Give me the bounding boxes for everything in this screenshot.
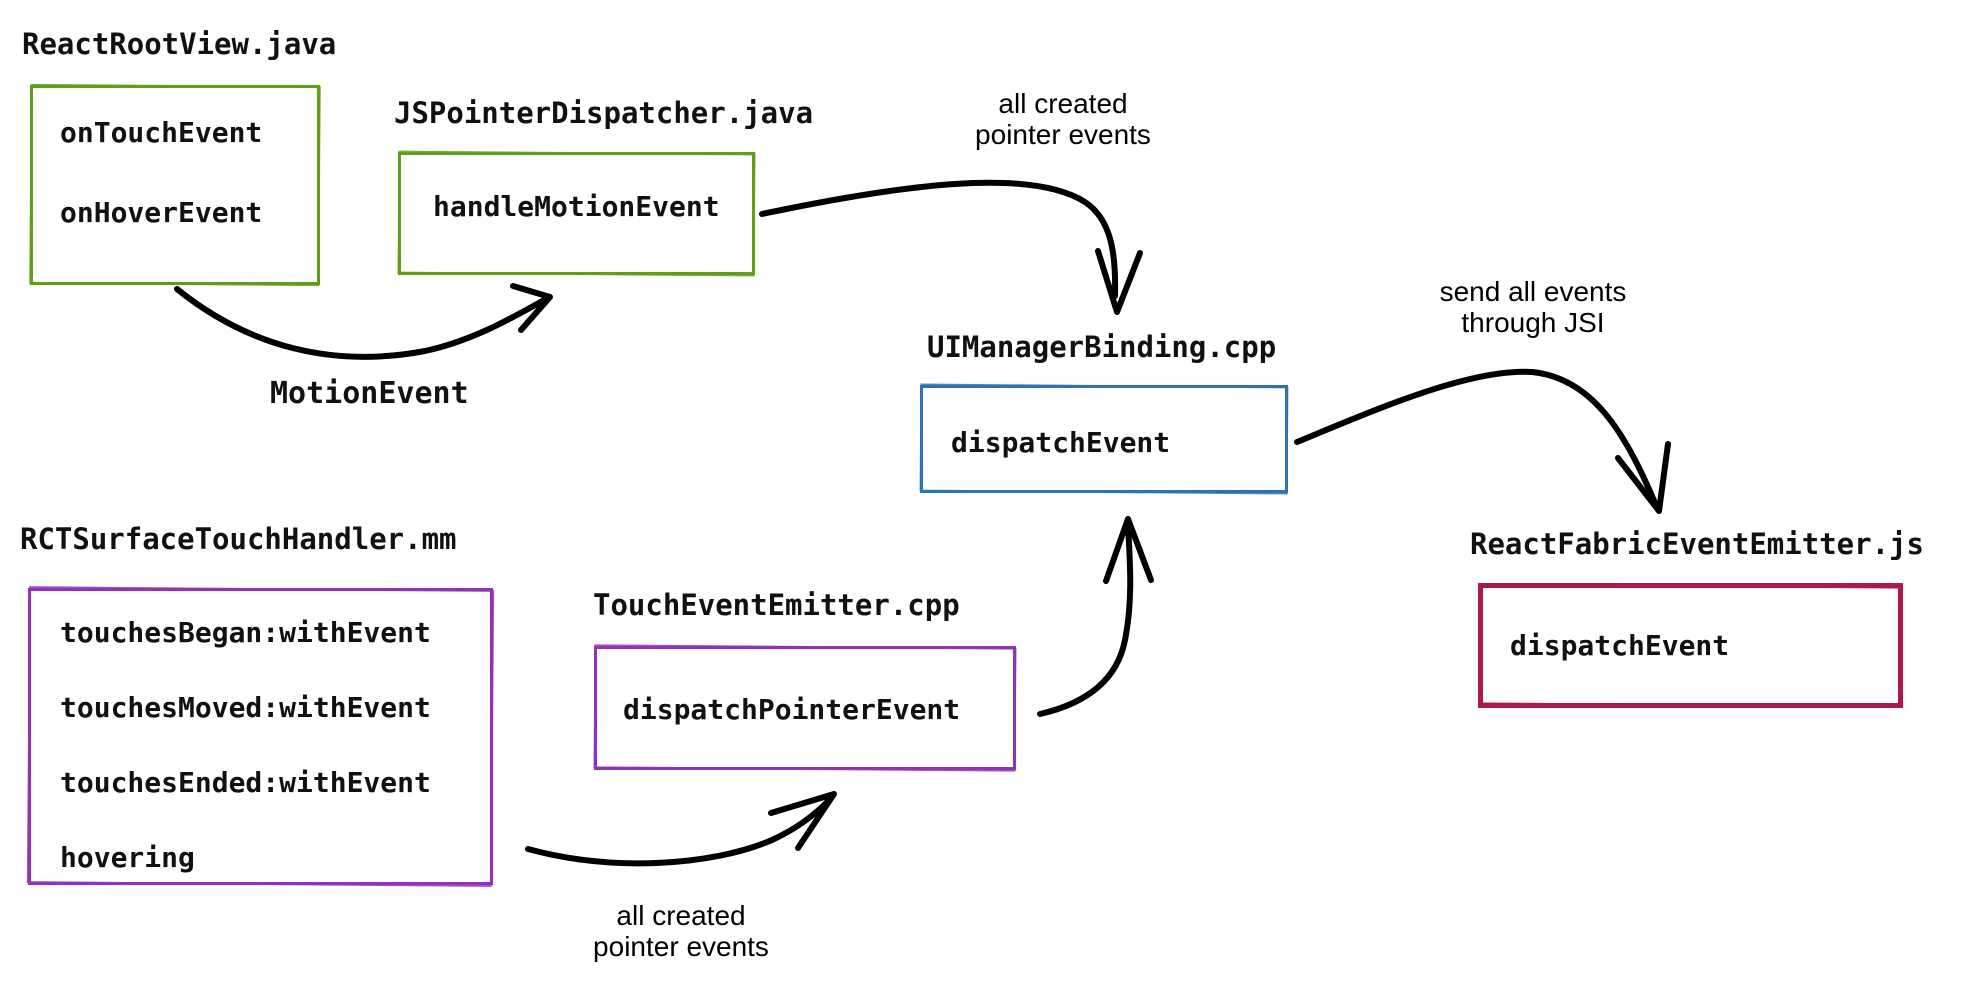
edge-label-send-all-events-through-jsi: send all events through JSI bbox=[1413, 276, 1653, 338]
node-title-js-pointer-dispatcher: JSPointerDispatcher.java bbox=[394, 96, 814, 130]
node-box-rct-surface-touch-handler: touchesBegan:withEvent touchesMoved:with… bbox=[28, 588, 493, 885]
method-dispatch-event-js: dispatchEvent bbox=[1510, 629, 1730, 662]
arrowhead-toucheventemitter bbox=[768, 791, 837, 851]
method-touches-ended: touchesEnded:withEvent bbox=[60, 766, 431, 799]
method-touches-moved: touchesMoved:withEvent bbox=[60, 691, 431, 724]
edge-label-all-created-pointer-events-top: all created pointer events bbox=[948, 88, 1178, 150]
node-title-touch-event-emitter: TouchEventEmitter.cpp bbox=[593, 588, 960, 622]
arrowhead-reactfabric bbox=[1615, 441, 1671, 514]
method-handle-motion-event: handleMotionEvent bbox=[433, 190, 720, 223]
edge-label-motion-event: MotionEvent bbox=[270, 376, 469, 411]
edge-label-line: send all events bbox=[1439, 276, 1627, 307]
node-title-ui-manager-binding: UIManagerBinding.cpp bbox=[927, 330, 1277, 364]
node-box-ui-manager-binding: dispatchEvent bbox=[920, 385, 1288, 493]
node-title-react-fabric-event-emitter: ReactFabricEventEmitter.js bbox=[1470, 527, 1924, 561]
method-hovering: hovering bbox=[60, 841, 195, 874]
edge-label-line: all created bbox=[616, 900, 746, 931]
method-touches-began: touchesBegan:withEvent bbox=[60, 616, 431, 649]
node-box-js-pointer-dispatcher: handleMotionEvent bbox=[398, 152, 755, 275]
method-dispatch-pointer-event: dispatchPointerEvent bbox=[623, 693, 961, 726]
method-dispatch-event-cpp: dispatchEvent bbox=[951, 426, 1171, 459]
node-box-react-root-view: onTouchEvent onHoverEvent bbox=[30, 85, 320, 285]
method-on-hover-event: onHoverEvent bbox=[60, 196, 263, 229]
arrow-rctsurface-to-toucheventemitter bbox=[525, 796, 833, 867]
node-box-touch-event-emitter: dispatchPointerEvent bbox=[594, 646, 1016, 770]
arrowhead-uimanagerbinding-top bbox=[1095, 248, 1143, 315]
method-on-touch-event: onTouchEvent bbox=[60, 116, 263, 149]
arrow-uimanagerbinding-to-reactfabric bbox=[1294, 368, 1658, 506]
node-title-react-root-view: ReactRootView.java bbox=[22, 27, 337, 61]
edge-label-all-created-pointer-events-bottom: all created pointer events bbox=[561, 900, 801, 962]
arrow-jspointerdispatcher-to-uimanagerbinding bbox=[759, 179, 1119, 299]
arrow-reactrootview-to-jspointerdispatcher bbox=[174, 286, 549, 360]
edge-label-line: all created bbox=[998, 88, 1128, 119]
edge-label-line: pointer events bbox=[975, 119, 1151, 150]
arrowhead-motionevent bbox=[510, 283, 553, 333]
edge-label-line: through JSI bbox=[1461, 307, 1605, 338]
arrowhead-uimanagerbinding-bottom bbox=[1103, 516, 1154, 584]
node-title-rct-surface-touch-handler: RCTSurfaceTouchHandler.mm bbox=[20, 522, 457, 556]
node-box-react-fabric-event-emitter: dispatchEvent bbox=[1478, 583, 1903, 708]
edge-label-line: pointer events bbox=[593, 931, 769, 962]
arrow-toucheventemitter-to-uimanagerbinding bbox=[1037, 522, 1134, 717]
